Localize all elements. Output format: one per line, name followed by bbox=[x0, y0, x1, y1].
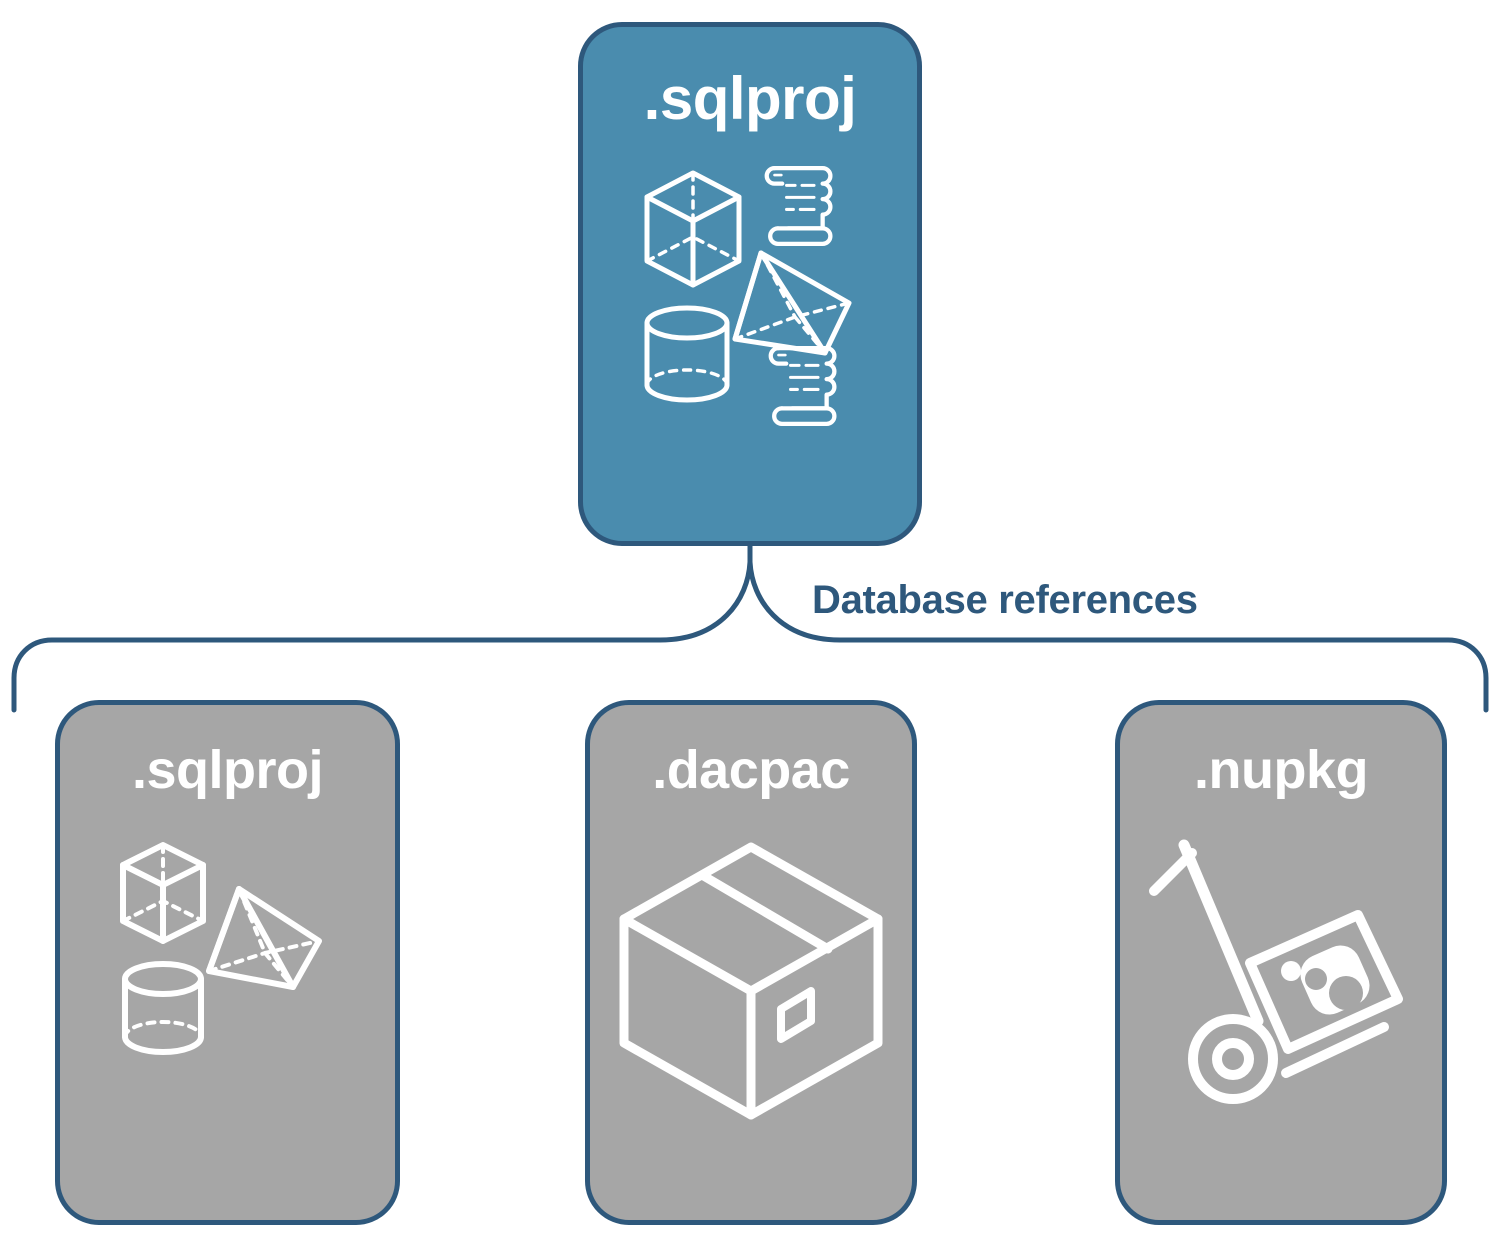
scroll-icon bbox=[768, 346, 837, 426]
scroll-icon bbox=[764, 166, 833, 246]
cylinder-wireframe-icon bbox=[121, 961, 204, 1055]
pyramid-wireframe-icon bbox=[732, 250, 852, 356]
card-root-sqlproj[interactable]: .sqlproj bbox=[578, 22, 922, 546]
card-reference-nupkg[interactable]: .nupkg bbox=[1115, 700, 1447, 1225]
card-reference-sqlproj-artwork bbox=[113, 831, 343, 1061]
package-box-icon bbox=[619, 842, 883, 1120]
cube-wireframe-icon bbox=[644, 170, 742, 288]
brace-left-arm bbox=[11, 559, 753, 713]
cube-wireframe-icon bbox=[119, 842, 206, 944]
card-reference-dacpac-title: .dacpac bbox=[652, 740, 850, 800]
card-root-title: .sqlproj bbox=[643, 65, 857, 132]
card-reference-dacpac-artwork bbox=[606, 831, 896, 1131]
card-root-artwork bbox=[635, 157, 865, 437]
brace-label: Database references bbox=[812, 578, 1198, 622]
pyramid-wireframe-icon bbox=[205, 886, 322, 990]
card-reference-nupkg-title: .nupkg bbox=[1194, 740, 1368, 800]
card-reference-nupkg-artwork bbox=[1136, 831, 1426, 1121]
brace-connector bbox=[0, 542, 1500, 715]
card-reference-sqlproj[interactable]: .sqlproj bbox=[55, 700, 400, 1225]
cylinder-wireframe-icon bbox=[644, 305, 730, 403]
card-reference-dacpac[interactable]: .dacpac bbox=[585, 700, 917, 1225]
hand-truck-nuget-package-icon bbox=[1149, 839, 1403, 1104]
card-reference-sqlproj-title: .sqlproj bbox=[131, 740, 324, 800]
